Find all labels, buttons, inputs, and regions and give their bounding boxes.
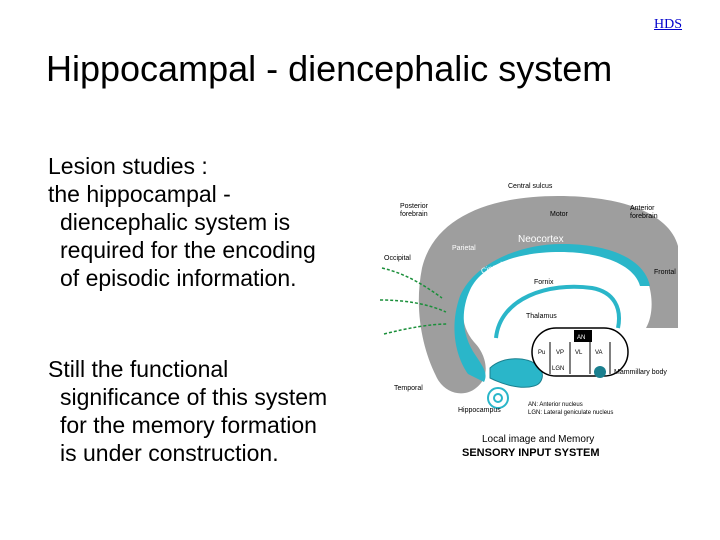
label-va: VA	[595, 350, 603, 356]
label-posterior: Posterior	[400, 203, 429, 210]
functional-paragraph: Still the functional significance of thi…	[48, 355, 378, 467]
mammillary-body	[594, 366, 606, 378]
label-neocortex: Neocortex	[518, 234, 564, 245]
label-forebrain-1: forebrain	[400, 211, 428, 218]
para1-line4: required for the encoding	[60, 237, 316, 263]
fornix-arc	[494, 284, 621, 339]
label-motor: Motor	[550, 211, 569, 218]
an-nucleus	[574, 330, 592, 342]
label-anterior: Anterior	[630, 205, 655, 212]
para1-line1: Lesion studies :	[48, 153, 208, 179]
slide-title: Hippocampal - diencephalic system	[46, 48, 613, 89]
label-occipital: Occipital	[384, 255, 411, 262]
label-lgn-legend: LGN: Lateral geniculate nucleus	[528, 410, 613, 416]
para2-line1: Still the functional	[48, 356, 229, 382]
para2-line2: significance of this system	[60, 384, 328, 410]
label-central-sulcus: Central sulcus	[508, 183, 553, 190]
hippocampus-shape	[489, 358, 543, 388]
caption-line-2: SENSORY INPUT SYSTEM	[462, 447, 600, 459]
para1-line3: diencephalic system is	[60, 209, 291, 235]
neocortex-shape	[418, 196, 678, 394]
label-pu: Pu	[538, 350, 545, 356]
label-fornix: Fornix	[534, 279, 554, 286]
lesion-paragraph: Lesion studies : the hippocampal - dienc…	[48, 152, 378, 292]
para1-line5: of episodic information.	[60, 265, 297, 291]
label-mammillary: Mammillary body	[614, 369, 667, 376]
brain-diagram: Central sulcus Posterior forebrain Motor…	[379, 183, 678, 459]
hippocampus-spiral-inner	[493, 393, 503, 403]
input-arrow-2	[379, 299, 447, 313]
input-arrow-1	[381, 267, 443, 299]
para2-line3: for the memory formation	[60, 412, 317, 438]
label-vp: VP	[556, 350, 564, 356]
cingulate-band	[454, 244, 650, 382]
para2-line4: is under construction.	[60, 440, 279, 466]
hds-link[interactable]: HDS	[654, 17, 683, 32]
label-an: AN	[577, 335, 585, 341]
para1-line2: the hippocampal -	[48, 181, 231, 207]
label-lgn: LGN	[552, 366, 564, 372]
label-vl: VL	[575, 350, 583, 356]
label-parietal: Parietal	[452, 245, 476, 252]
caption-line-1: Local image and Memory	[482, 434, 594, 445]
label-hippocampus: Hippocampus	[458, 407, 501, 414]
label-an-legend: AN: Anterior nucleus	[528, 402, 583, 408]
label-forebrain-2: forebrain	[630, 213, 658, 220]
hippocampus-spiral	[487, 387, 509, 409]
thalamus-box	[531, 327, 629, 377]
label-temporal: Temporal	[394, 385, 423, 392]
label-frontal: Frontal	[654, 269, 676, 276]
input-arrow-3	[383, 323, 449, 335]
label-thalamus: Thalamus	[526, 313, 557, 320]
